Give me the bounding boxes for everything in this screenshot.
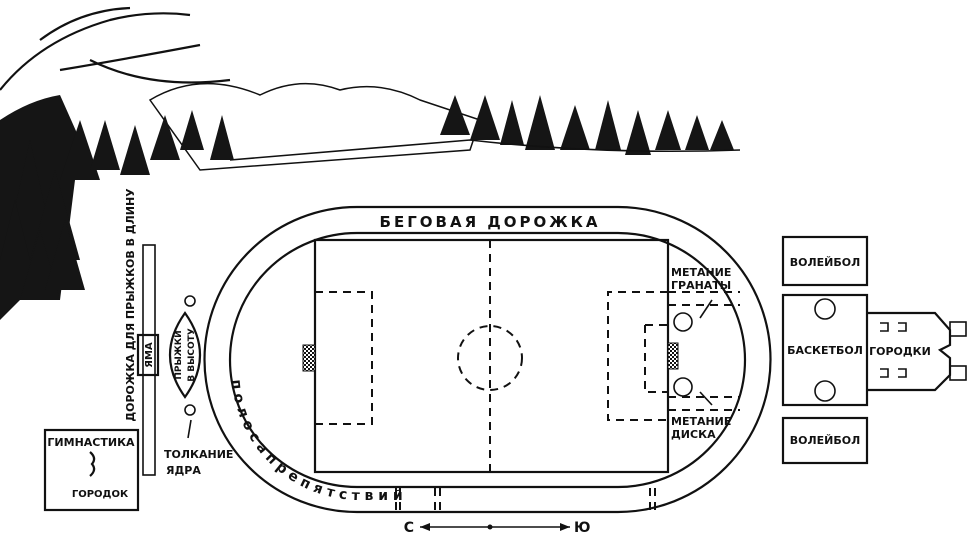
arrow-icon xyxy=(699,299,713,406)
running-track-label: БЕГОВАЯ ДОРОЖКА xyxy=(380,213,601,231)
basketball-label: БАСКЕТБОЛ xyxy=(787,344,863,357)
landscape-illustration xyxy=(0,6,741,320)
south-label: Ю xyxy=(574,520,590,536)
high-jump-area xyxy=(168,311,202,399)
gorodki-court xyxy=(867,311,952,392)
left-goal xyxy=(302,344,316,372)
right-penalty-area xyxy=(607,291,668,421)
gorodki-town-square xyxy=(949,365,967,381)
throwing-sector-lines xyxy=(668,291,740,411)
gorodki-label: ГОРОДКИ xyxy=(869,345,931,358)
gorodki-figures-icon xyxy=(880,322,907,378)
basketball-hoop-circle xyxy=(814,380,836,402)
shot-put-circle xyxy=(184,295,196,307)
shot-put-label-2: ЯДРА xyxy=(166,464,201,477)
basketball-hoop-circle xyxy=(814,298,836,320)
left-penalty-area xyxy=(315,291,373,425)
basketball-court xyxy=(781,293,869,407)
grenade-throw-circle xyxy=(673,312,693,332)
arrow-right-icon xyxy=(560,523,570,531)
grenade-throw-label: МЕТАНИЕ xyxy=(671,266,731,279)
pit-label: ЯМА xyxy=(144,342,155,368)
right-goal-area xyxy=(644,324,668,393)
running-track-inner xyxy=(228,231,747,489)
volleyball-court-bottom xyxy=(781,416,869,465)
right-goal xyxy=(667,342,679,370)
volleyball-top-label: ВОЛЕЙБОЛ xyxy=(790,256,860,269)
arrow-left-icon xyxy=(420,523,430,531)
arrow-icon xyxy=(187,419,192,439)
gymnastics-label: ГИМНАСТИКА xyxy=(47,436,135,449)
gymnastics-apparatus-icon xyxy=(89,451,96,477)
running-track-outer xyxy=(203,205,772,514)
grenade-throw-label-2: ГРАНАТЫ xyxy=(671,279,731,292)
volleyball-bottom-label: ВОЛЕЙБОЛ xyxy=(790,434,860,447)
jump-pit xyxy=(136,333,160,377)
gymnastics-area xyxy=(43,428,140,512)
shot-put-circle xyxy=(184,404,196,416)
volleyball-court-top xyxy=(781,235,869,287)
north-label: С xyxy=(404,520,414,536)
long-jump-track xyxy=(142,244,156,476)
gymnastics-town-label: ГОРОДОК xyxy=(72,489,129,500)
compass-center-dot xyxy=(487,524,493,530)
forest-icon xyxy=(0,95,734,300)
discus-throw-circle xyxy=(673,377,693,397)
shot-put-label: ТОЛКАНИЕ xyxy=(164,448,233,461)
football-field xyxy=(313,238,670,474)
obstacle-markers xyxy=(395,488,656,511)
high-jump-label: ПРЫЖКИ xyxy=(174,330,184,379)
gorodki-town-square xyxy=(949,321,967,337)
discus-throw-label-2: ДИСКА xyxy=(671,428,716,441)
long-jump-track-label: ДОРОЖКА ДЛЯ ПРЫЖКОВ В ДЛИНУ xyxy=(124,188,137,422)
high-jump-label-2: В ВЫСОТУ xyxy=(187,328,197,382)
discus-throw-label: МЕТАНИЕ xyxy=(671,415,731,428)
center-circle xyxy=(457,325,523,391)
